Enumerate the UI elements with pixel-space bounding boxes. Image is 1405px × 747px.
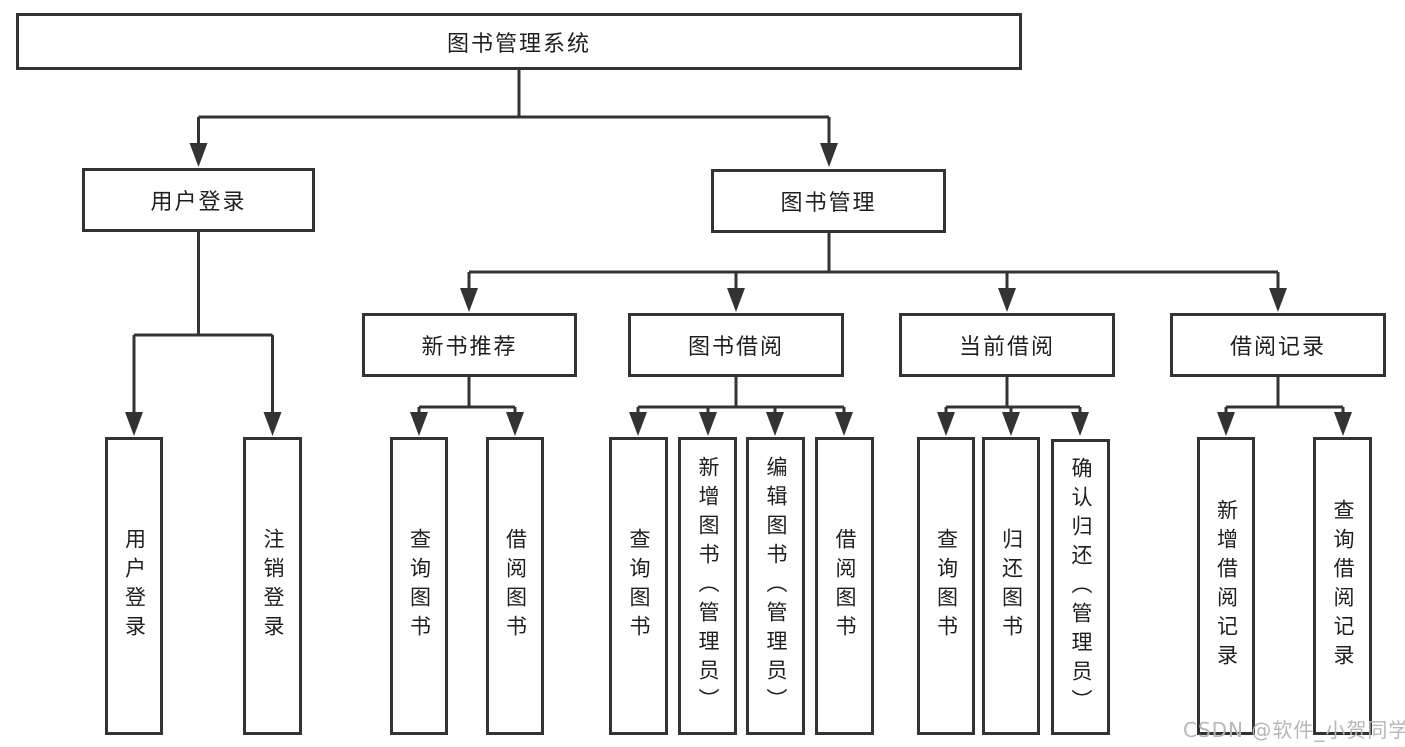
node-label: 图书借阅 bbox=[687, 335, 784, 360]
node-user-login: 用户登录 bbox=[82, 168, 315, 232]
node-label: 当前借阅 bbox=[958, 335, 1055, 360]
node-book-management-system: 图书管理系统 bbox=[16, 13, 1022, 70]
node-label: 新增图书（管理员） bbox=[696, 455, 720, 717]
leaf-query-borrow-record: 查询借阅记录 bbox=[1313, 437, 1372, 735]
arrowheads bbox=[125, 143, 1352, 436]
node-label: 查询借阅记录 bbox=[1331, 499, 1355, 673]
leaf-add-borrow-record: 新增借阅记录 bbox=[1197, 437, 1255, 735]
node-label: 新书推荐 bbox=[421, 335, 518, 360]
node-label: 查询图书 bbox=[934, 528, 959, 644]
leaf-query-books-recommend: 查询图书 bbox=[390, 437, 448, 735]
node-label: 图书管理系统 bbox=[446, 31, 591, 57]
connector-stems bbox=[132, 70, 1345, 418]
node-label: 新增借阅记录 bbox=[1214, 499, 1239, 673]
node-label: 查询图书 bbox=[627, 528, 651, 644]
node-label: 确认归还（管理员） bbox=[1069, 456, 1093, 718]
node-label: 查询图书 bbox=[407, 528, 432, 644]
leaf-confirm-return-admin: 确认归还（管理员） bbox=[1051, 439, 1110, 735]
leaf-add-books-admin: 新增图书（管理员） bbox=[678, 437, 737, 735]
node-label: 借阅图书 bbox=[503, 528, 528, 644]
leaf-query-books-current: 查询图书 bbox=[917, 437, 975, 735]
leaf-query-books-borrow: 查询图书 bbox=[609, 437, 668, 735]
csdn-watermark: CSDN @软件_小贺同学 bbox=[1183, 718, 1405, 742]
node-label: 编辑图书（管理员） bbox=[764, 455, 788, 717]
node-label: 图书管理 bbox=[780, 191, 877, 216]
node-label: 借阅记录 bbox=[1229, 335, 1326, 360]
node-current-borrow: 当前借阅 bbox=[899, 313, 1115, 377]
node-book-management: 图书管理 bbox=[711, 169, 946, 233]
leaf-return-books: 归还图书 bbox=[982, 437, 1040, 735]
node-label: 用户登录 bbox=[122, 528, 147, 644]
leaf-logout: 注销登录 bbox=[243, 437, 302, 735]
leaf-user-login: 用户登录 bbox=[105, 437, 163, 735]
node-book-borrow: 图书借阅 bbox=[628, 313, 844, 377]
node-label: 借阅图书 bbox=[833, 528, 857, 644]
leaf-edit-books-admin: 编辑图书（管理员） bbox=[746, 437, 805, 735]
node-label: 用户登录 bbox=[150, 190, 247, 215]
node-new-book-recommend: 新书推荐 bbox=[362, 313, 577, 377]
node-borrow-records: 借阅记录 bbox=[1170, 313, 1386, 377]
node-label: 归还图书 bbox=[999, 528, 1024, 644]
leaf-borrow-books-recommend: 借阅图书 bbox=[486, 437, 544, 735]
node-label: 注销登录 bbox=[261, 528, 285, 644]
leaf-borrow-books: 借阅图书 bbox=[815, 437, 874, 735]
